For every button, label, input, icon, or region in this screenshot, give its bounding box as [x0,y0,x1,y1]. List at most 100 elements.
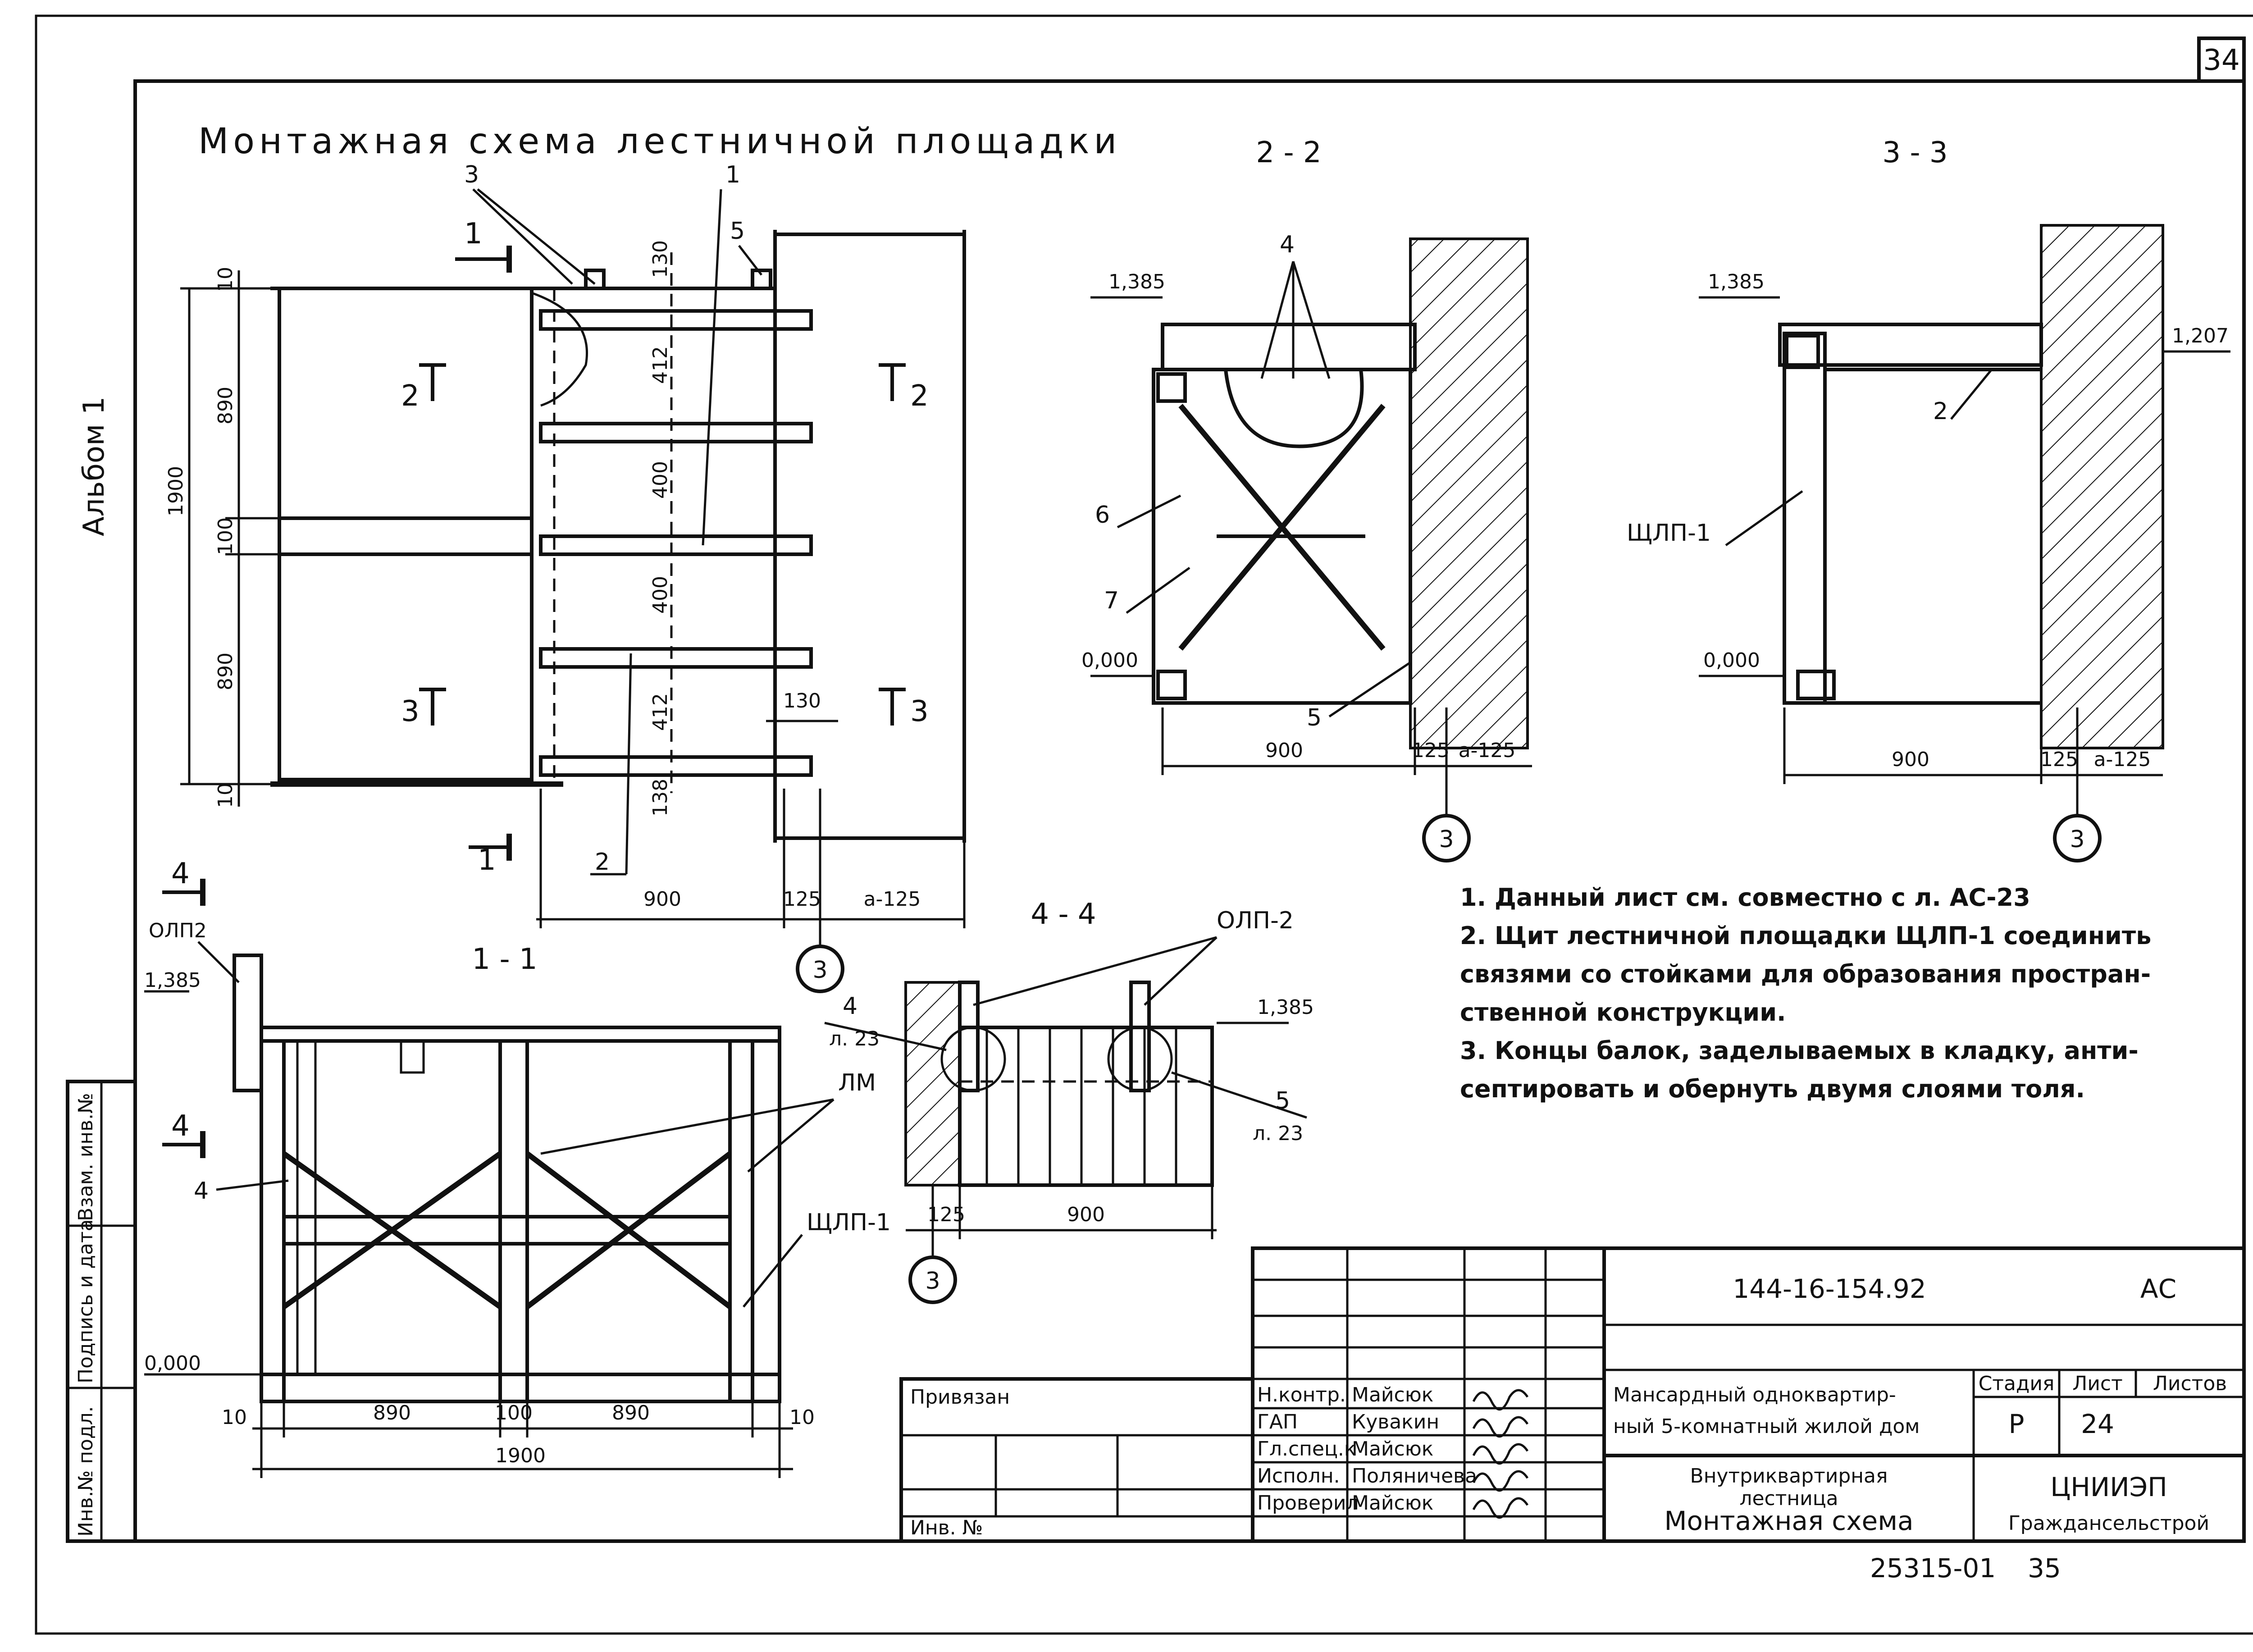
section-3-3-elev-bottom: 0,000 [1703,649,1760,672]
tb-project-line2: ный 5-комнатный жилой дом [1613,1415,1920,1438]
tb-sheet-no: 24 [2081,1409,2114,1439]
plan-dim-v-2: 100 [214,517,237,555]
section-3-3-dim-2: a-125 [2094,748,2151,771]
plan-callout-2: 2 [595,849,610,876]
note-line-3: связями со стойками для образования прос… [1460,960,2151,988]
section-1-1-dim-2: 100 [495,1401,533,1424]
section-3-3-elev-right: 1,207 [2172,324,2229,347]
plan-callout-3: 3 [464,161,479,188]
tb-stage-header: Стадия [1979,1372,2055,1395]
section-2-2-elev-bottom: 0,000 [1081,649,1138,672]
note-line-6: септировать и обернуть двумя слоями толя… [1460,1075,2085,1103]
section-2-2: 2 - 2 1,385 0,000 4 6 7 5 900 125 a-125 … [1081,136,1532,863]
plan-callout-1: 1 [725,161,740,188]
section-2-2-callout-5: 5 [1307,704,1322,731]
section-3-3-title: 3 - 3 [1882,136,1947,169]
section-1-1-olp: ОЛП2 [149,919,207,942]
plan-sec-mark-2-right: 2 [910,379,929,413]
section-3-3-axis-bubble [2053,814,2102,863]
section-1-1-elev-top: 1,385 [144,969,201,992]
plan-dim-m-0: 130 [649,240,672,278]
tb-role-3: Исполн. [1257,1465,1340,1488]
section-2-2-dim-2: a-125 [1459,739,1516,762]
tb-inv: Инв. № [910,1516,983,1539]
plan-dim-v-4: 10 [214,783,237,808]
section-2-2-callout-6: 6 [1095,502,1110,529]
plan-dim-b-0: 900 [643,888,681,911]
notes-block: 1. Данный лист см. совместно с л. АС-23 … [1460,883,2151,1103]
section-4-4-title: 4 - 4 [1031,898,1096,931]
section-2-2-title: 2 - 2 [1256,136,1321,169]
plan-callout-5: 5 [730,218,745,245]
tb-doc-mark: АС [2140,1273,2176,1304]
bottom-page: 35 [2028,1553,2061,1584]
signature-2 [1472,1443,1529,1465]
tb-drawing-line1: Внутриквартирная [1690,1465,1888,1488]
section-4-4-ref-left-sheet: л. 23 [829,1027,880,1050]
tb-role-2: Гл.спец.к [1257,1438,1356,1460]
note-line-4: ственной конструкции. [1460,998,1786,1027]
plan-axis-label: 3 [812,957,827,984]
section-1-1-label-shlp: ЩЛП-1 [807,1209,891,1236]
sheet-frame: 34 [35,14,2253,1635]
tb-org-line1: ЦНИИЭП [2050,1472,2167,1502]
section-2-2-elev-top: 1,385 [1108,270,1165,293]
signature-0 [1472,1389,1529,1411]
section-4-4-elev-top: 1,385 [1257,996,1314,1019]
main-title: Монтажная схема лестничной площадки [198,121,1121,162]
tb-name-3: Поляничева [1352,1465,1477,1488]
section-4-4-axis: 3 [925,1268,940,1295]
plan-sec-mark-3-left: 3 [401,695,420,728]
section-4-4-dim-0: 125 [927,1203,965,1226]
note-line-1: 1. Данный лист см. совместно с л. АС-23 [1460,883,2030,912]
section-1-1: 1 - 1 ОЛП2 1,385 0,000 ЛМ 4 ЩЛП-1 4 4 [144,857,891,1478]
tb-role-4: Проверил [1257,1492,1359,1515]
album-label: Альбом 1 [78,397,111,536]
section-1-1-dim-0: 10 [222,1406,247,1429]
plan-dim-m-1: 412 [649,346,672,384]
section-1-1-mark-4-top: 4 [171,857,190,890]
stamp-replaced-inv: Взам. инв.№ [74,1093,97,1221]
plan-dim-b-1: 125 [783,888,821,911]
plan-dim-total: 1900 [164,466,187,516]
tb-name-0: Майсюк [1352,1383,1433,1406]
section-1-1-title: 1 - 1 [472,943,537,976]
plan-dim-v-1: 890 [214,387,237,424]
side-stamp: Инв.№ подл. Подпись и дата Взам. инв.№ [66,1080,137,1543]
tb-name-1: Кувакин [1352,1410,1439,1433]
tb-role-0: Н.контр. [1257,1383,1346,1406]
tb-drawing-line2: лестница [1739,1487,1838,1510]
title-block: Привязан Инв. № Н.контр. ГАП Гл.спец.к И… [899,1246,2246,1543]
tb-privyazan: Привязан [910,1386,1010,1409]
section-3-3-callout-2: 2 [1933,398,1948,425]
section-2-2-callout-7: 7 [1104,587,1119,614]
plan-dim-m-5: 138 [649,779,672,817]
plan-dim-b-2: a-125 [864,888,921,911]
section-1-1-dim-total: 1900 [495,1444,546,1467]
tb-name-4: Майсюк [1352,1492,1433,1515]
plan-axis-bubble [796,945,844,993]
section-2-2-dim-1: 125 [1412,739,1450,762]
stamp-signature-date: Подпись и дата [74,1219,97,1383]
note-line-2: 2. Щит лестничной площадки ЩЛП-1 соедини… [1460,922,2151,950]
section-4-4: 4 - 4 ОЛП-2 1,385 4 л. 23 5 л. 23 125 90… [824,898,1314,1304]
section-4-4-dim-1: 900 [1067,1203,1105,1226]
section-2-2-dim-0: 900 [1265,739,1303,762]
section-1-1-mark-4-bottom: 4 [171,1109,190,1143]
plan-dim-right-small: 130 [783,689,821,712]
section-3-3-axis: 3 [2070,826,2084,853]
signature-3 [1472,1470,1529,1492]
bottom-code: 25315-01 [1870,1553,1996,1584]
section-1-1-elev-bottom: 0,000 [144,1352,201,1375]
section-3-3-elev-top: 1,385 [1708,270,1765,293]
tb-sheet-header: Лист [2072,1372,2123,1395]
tb-name-2: Майсюк [1352,1438,1433,1460]
plan-dim-m-4: 412 [649,693,672,731]
section-1-1-label-4: 4 [194,1177,209,1205]
section-1-1-dim-4: 10 [789,1406,815,1429]
tb-stage: Р [2009,1409,2025,1439]
plan-dim-m-3: 400 [649,576,672,614]
tb-drawing-line3: Монтажная схема [1664,1506,1913,1536]
